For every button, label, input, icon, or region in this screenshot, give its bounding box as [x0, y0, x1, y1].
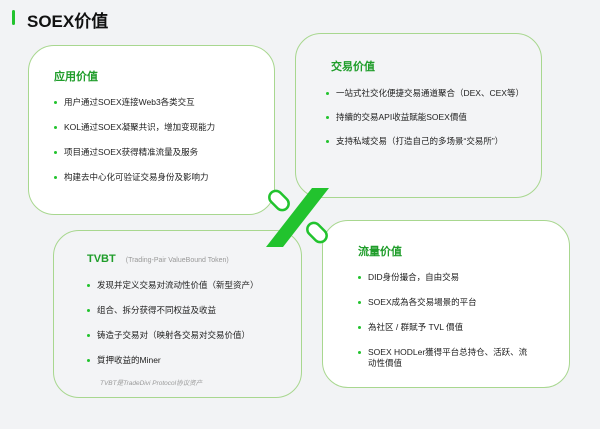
- percent-pill-bottom: [306, 221, 328, 244]
- list-item: SOEX HODLer獲得平台总持仓、活跃、流动性價值: [358, 347, 533, 369]
- list-item: 发现并定义交易对流动性价值（新型资产）: [87, 280, 297, 291]
- tvbt-note: TVBT是TradeDivi Protocol协议资产: [100, 380, 203, 387]
- percent-pill-top: [268, 189, 290, 212]
- list-item: 為社区 / 群賦予 TVL 價值: [358, 322, 533, 333]
- list-item: 铸造子交易对（映射各交易对交易价值）: [87, 330, 297, 341]
- card-title: TVBT (Trading-Pair ValueBound Token): [87, 253, 229, 265]
- card-app-value: 应用价值 用户通过SOEX连接Web3各类交互 KOL通过SOEX凝聚共识，增加…: [28, 45, 275, 215]
- card-title: 流量价值: [358, 246, 402, 258]
- list-item: 组合、拆分获得不同权益及收益: [87, 305, 297, 316]
- percent-slash: [266, 188, 329, 247]
- list-item: KOL通过SOEX凝聚共识，增加变现能力: [54, 122, 269, 133]
- page-title: SOEX价值: [27, 12, 109, 31]
- card-tvbt: TVBT (Trading-Pair ValueBound Token) 发现并定…: [53, 230, 302, 398]
- tvbt-subtitle: (Trading-Pair ValueBound Token): [125, 257, 229, 264]
- card-traffic-value: 流量价值 DID身份撮合，自由交易 SOEX成為各交易場景的平台 為社区 / 群…: [322, 220, 570, 388]
- list-item: 构建去中心化可验证交易身份及影响力: [54, 172, 269, 183]
- card-trade-value: 交易价值 一站式社交化便捷交易通道聚合（DEX、CEX等） 持續的交易API收益…: [295, 33, 542, 198]
- list-item: SOEX成為各交易場景的平台: [358, 297, 533, 308]
- tvbt-title: TVBT: [87, 253, 116, 265]
- list-item: 用户通过SOEX连接Web3各类交互: [54, 97, 269, 108]
- list-item: 一站式社交化便捷交易通道聚合（DEX、CEX等）: [326, 88, 541, 99]
- title-accent-bar: [12, 10, 15, 25]
- list-item: 项目通过SOEX获得精准流量及服务: [54, 147, 269, 158]
- list-item: 支持私域交易（打造自己的多场景“交易所”）: [326, 136, 541, 147]
- list-item: DID身份撮合，自由交易: [358, 272, 533, 283]
- card-title: 应用价值: [54, 71, 98, 83]
- list-item: 質押收益的Miner: [87, 355, 297, 366]
- list-item: 持續的交易API收益賦能SOEX價值: [326, 112, 541, 123]
- card-title: 交易价值: [331, 61, 375, 73]
